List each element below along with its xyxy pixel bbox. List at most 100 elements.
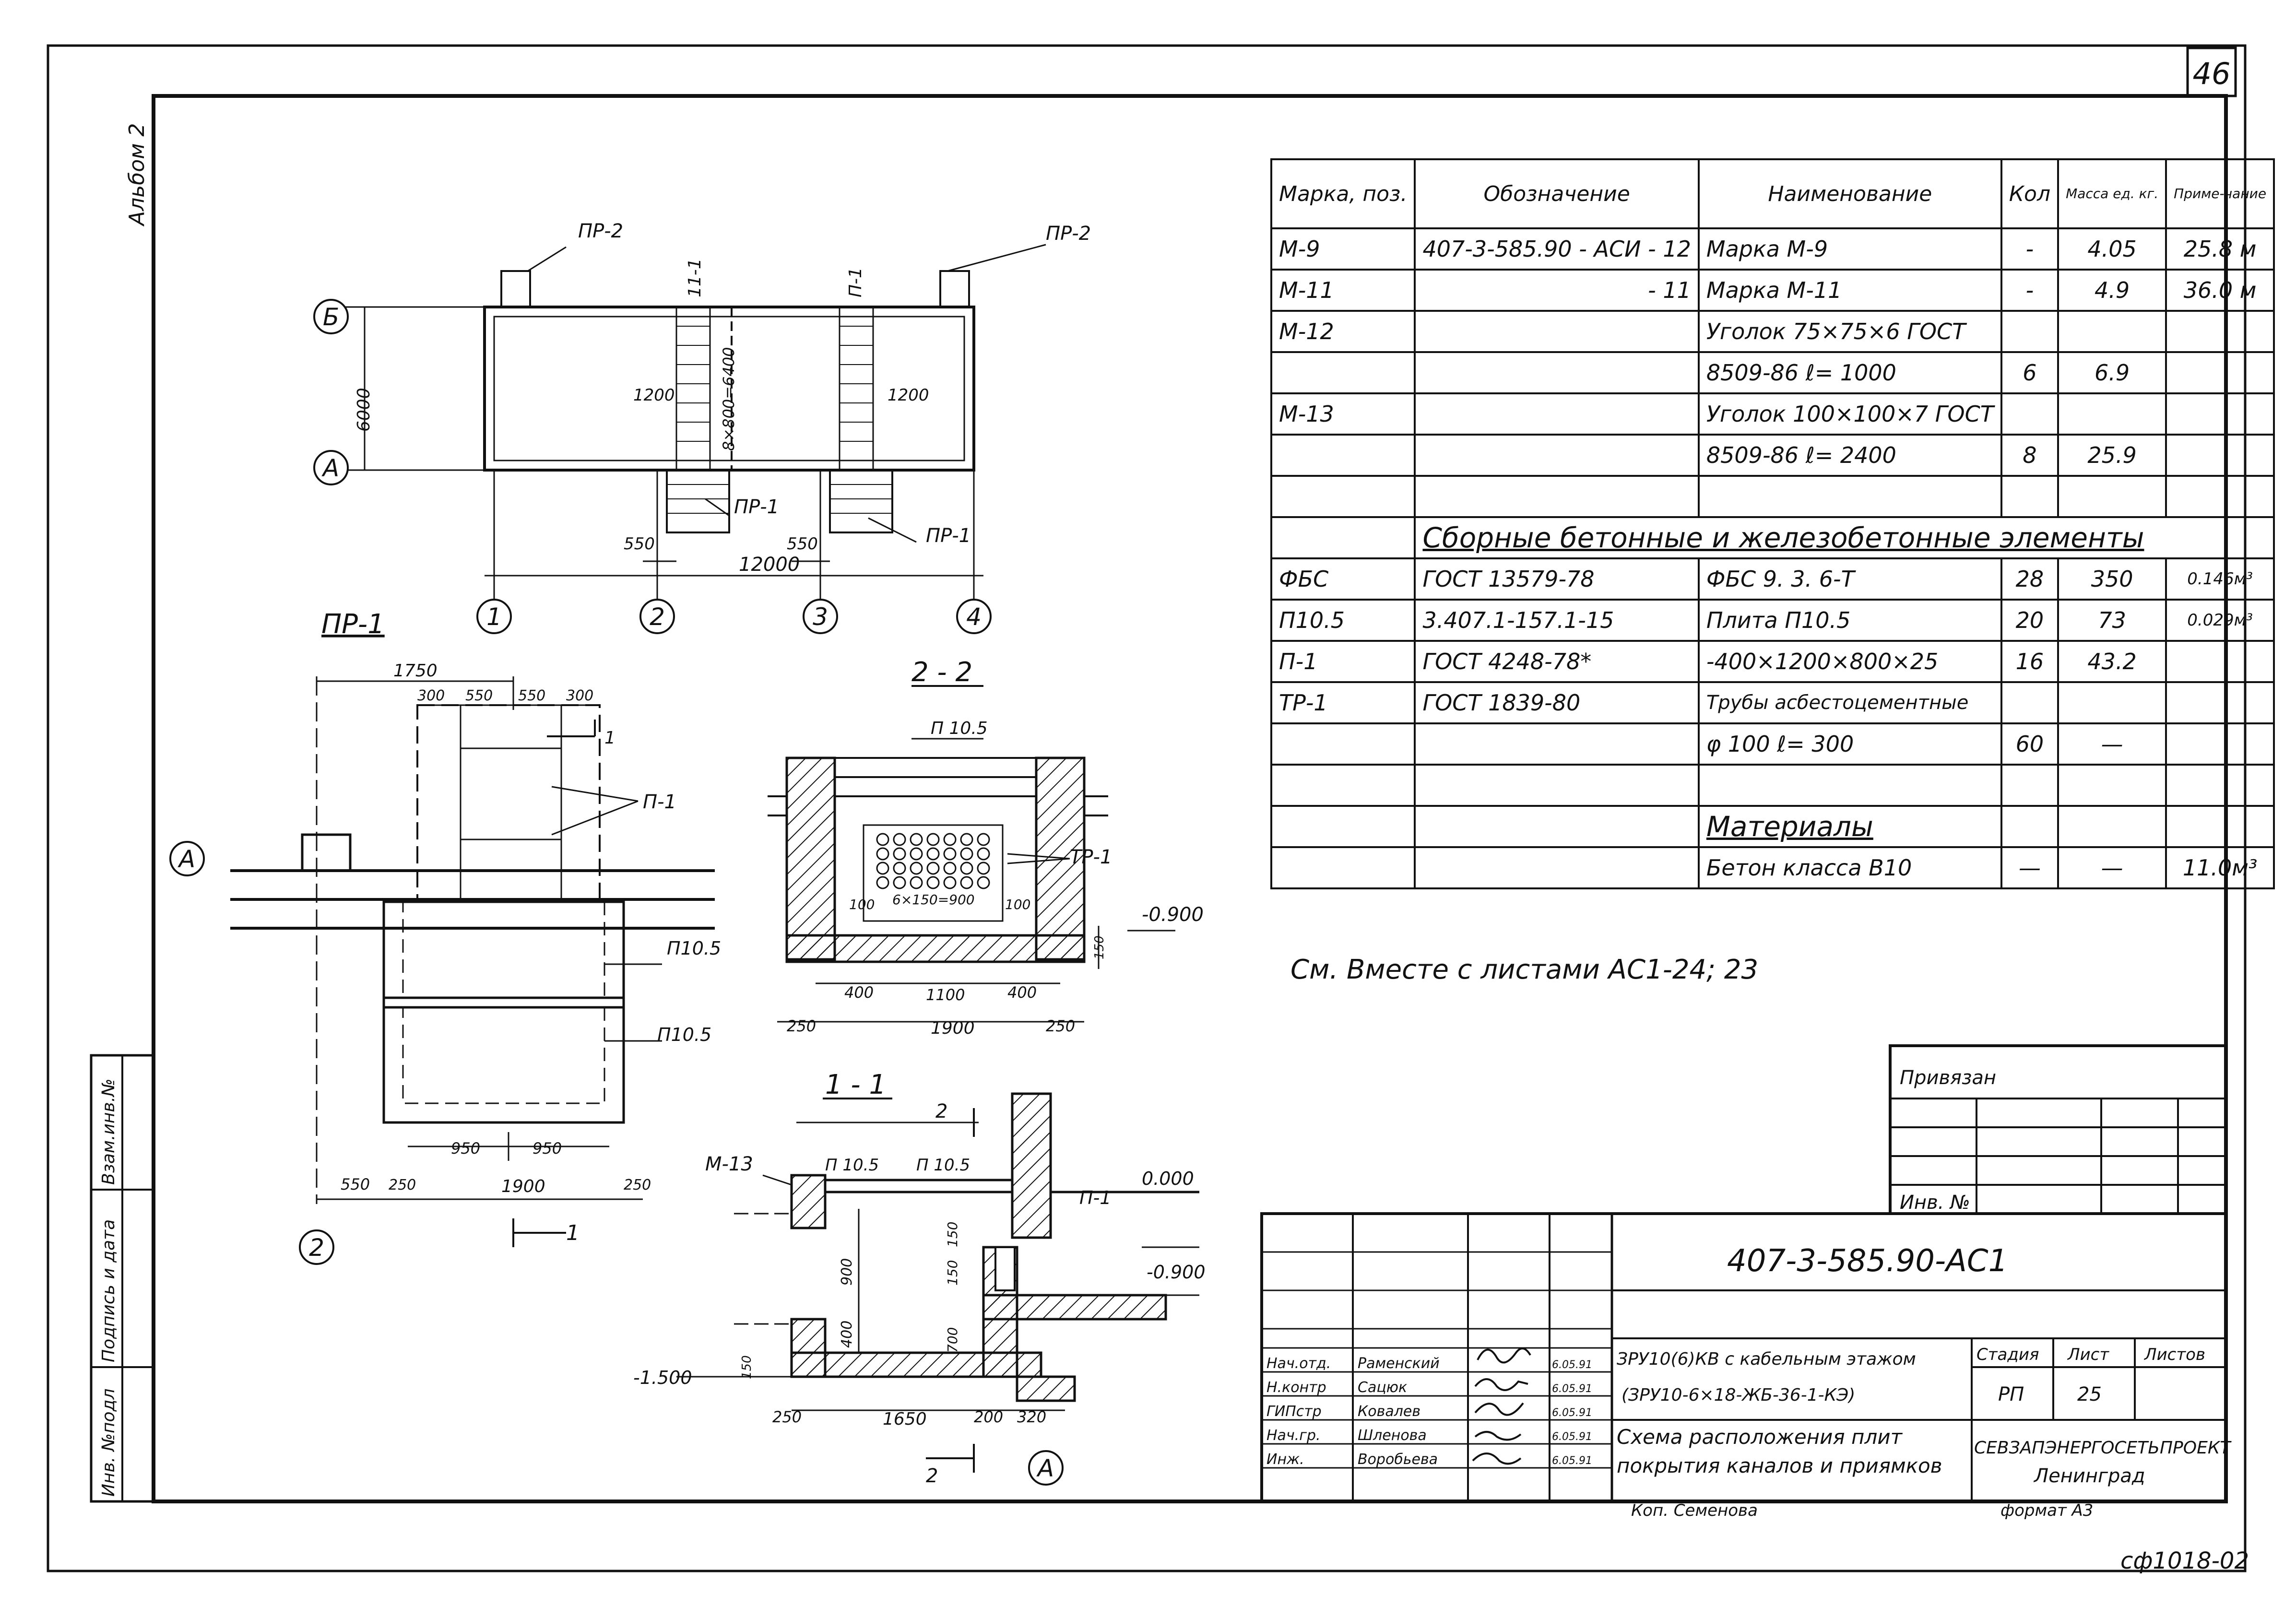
plan-dim-550b: 550 <box>787 534 818 554</box>
grid-number-2: 2 <box>650 603 665 631</box>
cell: - <box>2000 227 2059 271</box>
cell: ГОСТ 1839-80 <box>1414 681 1700 724</box>
s22-dim-250b: 250 <box>1046 1017 1075 1035</box>
cell: 43.2 <box>2057 640 2167 683</box>
pr1-label-p1: П-1 <box>643 791 676 813</box>
cell: — <box>2057 846 2167 889</box>
stamp-date-3: 6.05.91 <box>1552 1431 1592 1443</box>
stamp-date-2: 6.05.91 <box>1552 1407 1592 1419</box>
cell <box>2000 805 2059 848</box>
pr1-dim-1900: 1900 <box>501 1177 545 1196</box>
cell: 25.8 м <box>2165 227 2275 271</box>
s11-label-p105b: П 10.5 <box>916 1156 970 1175</box>
cell: Трубы асбестоцементные <box>1697 681 2002 724</box>
cell <box>1414 392 1700 436</box>
stamp-name-0: Раменский <box>1358 1355 1440 1372</box>
s11-dim-700: 700 <box>945 1327 960 1353</box>
plan-label-pr2-right: ПР-2 <box>1046 223 1091 245</box>
stamp-stage: РП <box>1998 1383 2024 1405</box>
cell <box>2000 392 2059 436</box>
stamp-title-l1: Схема расположения плит <box>1617 1425 1903 1449</box>
cell: П-1 <box>1270 640 1416 683</box>
section-prefab-title: Сборные бетонные и железобетонные элемен… <box>1414 516 2275 559</box>
cell: - <box>2000 269 2059 312</box>
cell: 4.05 <box>2057 227 2167 271</box>
detail-pr1-view <box>169 676 715 1265</box>
detail-pr1-axis-a: А <box>178 845 195 873</box>
cell: 4.9 <box>2057 269 2167 312</box>
s22-dim-100b: 100 <box>1005 897 1030 912</box>
cell <box>1270 351 1416 394</box>
cell <box>2165 722 2275 766</box>
plan-label-pr2-left: ПР-2 <box>578 220 623 242</box>
s22-dim-1100: 1100 <box>926 986 965 1004</box>
plan-dim-1200b: 1200 <box>888 386 929 405</box>
section22-pipes <box>876 833 990 889</box>
cell: М-11 <box>1270 269 1416 312</box>
cell <box>2057 475 2167 518</box>
cell <box>1414 434 1700 477</box>
cell <box>2057 392 2167 436</box>
s11-axis-a: А <box>1036 1454 1054 1482</box>
cell <box>2057 764 2167 807</box>
s11-label-p105a: П 10.5 <box>825 1156 879 1175</box>
cell <box>1270 805 1416 848</box>
cell: 16 <box>2000 640 2059 683</box>
stamp-doc-code: 407-3-585.90-АС1 <box>1727 1243 2008 1279</box>
s22-label-tr1: ТР-1 <box>1070 846 1112 868</box>
pr1-dim-1750: 1750 <box>393 661 438 681</box>
plan-dim-8x800: 8×800=6400 <box>720 347 738 451</box>
table-row-section: Сборные бетонные и железобетонные элемен… <box>1270 516 2275 559</box>
format-label: формат А3 <box>2000 1501 2093 1520</box>
stamp-date-4: 6.05.91 <box>1552 1455 1592 1467</box>
copied-by: Коп. Семенова <box>1631 1501 1758 1520</box>
pr1-dim-300a: 300 <box>417 687 445 704</box>
cell <box>1270 516 1416 559</box>
plan-dim-6000: 6000 <box>354 388 374 432</box>
cell <box>2165 434 2275 477</box>
s11-dim-250: 250 <box>772 1408 802 1426</box>
s22-dim-250a: 250 <box>787 1017 816 1035</box>
s11-label-p1: П-1 <box>1079 1187 1111 1208</box>
cell <box>1414 475 1700 518</box>
cell <box>2165 805 2275 848</box>
grid-number-3: 3 <box>813 603 828 631</box>
cell: 0.029м³ <box>2165 599 2275 642</box>
pr1-label-p105a: П10.5 <box>667 938 721 959</box>
s11-dim-150b: 150 <box>945 1260 960 1286</box>
stamp-title-l2: покрытия каналов и приямков <box>1617 1454 1942 1477</box>
stamp-name-3: Шленова <box>1358 1427 1427 1444</box>
pr1-cut-1-bottom: 1 <box>566 1221 580 1245</box>
cell <box>1270 434 1416 477</box>
cell: Уголок 75×75×6 ГОСТ <box>1697 310 2002 353</box>
cell <box>1270 722 1416 766</box>
stamp-name-1: Сацюк <box>1358 1379 1407 1396</box>
strip-label-inv: Инв. №подл <box>99 1389 118 1497</box>
cell: 28 <box>2000 557 2059 601</box>
pr1-dim-550b: 550 <box>518 687 545 704</box>
section22-title: 2 - 2 <box>911 657 972 688</box>
s22-dim-400a: 400 <box>844 983 874 1002</box>
cell <box>1697 475 2002 518</box>
spec-h-mark: Марка, поз. <box>1270 158 1416 229</box>
cell <box>2000 475 2059 518</box>
stamp-role-3: Нач.гр. <box>1266 1427 1321 1444</box>
cell: 36.0 м <box>2165 269 2275 312</box>
stamp-role-0: Нач.отд. <box>1266 1355 1331 1372</box>
stamp-inv-no: Инв. № <box>1900 1192 1970 1214</box>
stamp-org-l2: Ленинград <box>2033 1465 2145 1487</box>
cell <box>2057 310 2167 353</box>
stamp-date-1: 6.05.91 <box>1552 1383 1592 1395</box>
cell: 407-3-585.90 - АСИ - 12 <box>1414 227 1700 271</box>
stamp-attached: Привязан <box>1900 1067 1996 1089</box>
pr1-dim-950b: 950 <box>533 1139 562 1157</box>
bottom-code: сф1018-02 <box>2120 1547 2249 1574</box>
left-strip: Инв. №подл Подпись и дата Взам.инв.№ <box>90 1054 155 1503</box>
cell: М-9 <box>1270 227 1416 271</box>
